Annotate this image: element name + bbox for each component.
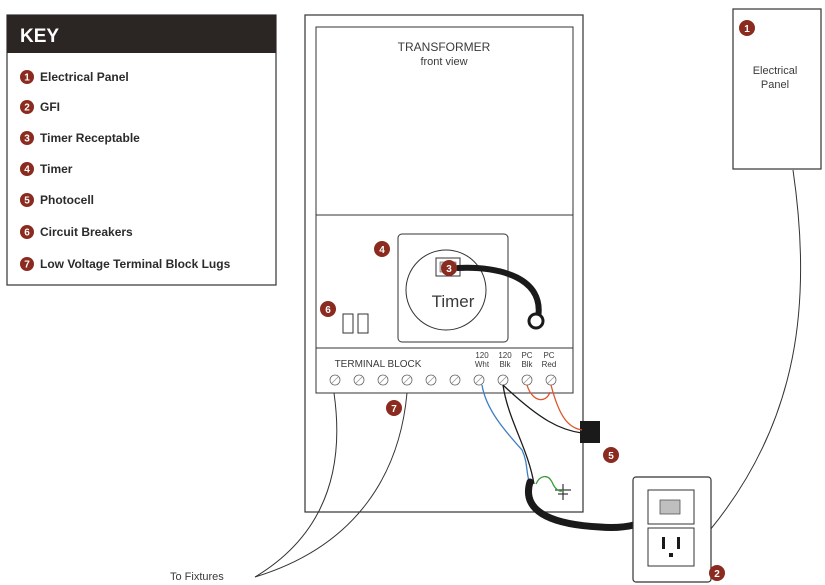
electrical-panel-box xyxy=(732,8,822,170)
key-box xyxy=(6,14,277,286)
key-legend: KEY 1 Electrical Panel 2 GFI 3 Timer Rec… xyxy=(6,14,277,286)
fixture-wire xyxy=(254,392,338,578)
transformer-subtitle: front view xyxy=(420,56,467,68)
timer-plug xyxy=(527,312,545,330)
callout-6-number: 6 xyxy=(325,305,331,316)
transformer-title: TRANSFORMER xyxy=(398,40,491,54)
gfi-outlet xyxy=(632,476,712,583)
wire-black xyxy=(502,384,535,485)
callout-1 xyxy=(739,20,755,36)
terminal-label-top: PC xyxy=(543,351,554,360)
badge-2 xyxy=(20,100,34,114)
callout-7-number: 7 xyxy=(391,404,397,415)
callout-2 xyxy=(709,565,725,581)
fixture-wire xyxy=(254,392,408,578)
callout-6 xyxy=(320,301,336,317)
callout-3-number: 3 xyxy=(446,264,452,275)
outlet-slot xyxy=(662,537,665,549)
terminal-label-top: 120 xyxy=(475,351,489,360)
callout-badges: 1 2 3 4 5 6 7 xyxy=(320,20,755,581)
badge-6 xyxy=(20,225,34,239)
key-item-label: Timer xyxy=(40,162,73,176)
key-item: 3 Timer Receptable xyxy=(20,131,140,145)
callout-1-number: 1 xyxy=(744,24,750,35)
wire-photocell-red xyxy=(550,384,583,431)
key-item: 4 Timer xyxy=(20,162,73,176)
key-item-label: Electrical Panel xyxy=(40,70,129,84)
callout-5 xyxy=(603,447,619,463)
panel-label-line2: Panel xyxy=(761,79,789,91)
badge-7 xyxy=(20,257,34,271)
badge-7-number: 7 xyxy=(24,260,30,271)
terminal-block-label: TERMINAL BLOCK xyxy=(335,359,422,370)
circuit-breaker xyxy=(342,313,354,334)
key-item-label: GFI xyxy=(40,100,60,114)
panel-wire xyxy=(709,169,802,531)
gfi-plug-in xyxy=(659,499,681,515)
key-item-label: Photocell xyxy=(40,193,94,207)
key-header xyxy=(7,15,276,53)
badge-1 xyxy=(20,70,34,84)
badge-4 xyxy=(20,162,34,176)
circuit-breaker xyxy=(357,313,369,334)
timer-label: Timer xyxy=(432,292,475,311)
key-item: 5 Photocell xyxy=(20,193,94,207)
badge-4-number: 4 xyxy=(24,165,30,176)
timer-cord xyxy=(455,264,542,321)
terminal-label-top: 120 xyxy=(498,351,512,360)
callout-7 xyxy=(386,400,402,416)
transformer-upper-panel xyxy=(315,26,574,216)
outlet-ground-hole xyxy=(669,553,673,557)
callout-2-number: 2 xyxy=(714,569,720,580)
callout-4 xyxy=(374,241,390,257)
terminal-lug-slots xyxy=(331,376,555,384)
badge-5 xyxy=(20,193,34,207)
callout-5-number: 5 xyxy=(608,451,614,462)
badge-3-number: 3 xyxy=(24,134,30,145)
badge-3 xyxy=(20,131,34,145)
panel-label-line1: Electrical xyxy=(753,65,798,77)
wire-ground xyxy=(535,475,564,492)
gfi-receptacle-bottom xyxy=(647,527,695,567)
key-item: 6 Circuit Breakers xyxy=(20,225,133,239)
key-item-label: Circuit Breakers xyxy=(40,225,133,239)
wire-white xyxy=(481,384,531,485)
key-item-label: Low Voltage Terminal Block Lugs xyxy=(40,257,231,271)
terminal-label-bottom: Wht xyxy=(475,360,490,369)
terminal-block xyxy=(315,347,574,394)
key-item: 1 Electrical Panel xyxy=(20,70,129,84)
terminal-label-bottom: Blk xyxy=(499,360,511,369)
photocell xyxy=(580,421,600,443)
terminal-label-bottom: Blk xyxy=(521,360,533,369)
wire-photocell-black xyxy=(502,384,583,434)
key-item: 7 Low Voltage Terminal Block Lugs xyxy=(20,257,231,271)
badge-5-number: 5 xyxy=(24,196,30,207)
fixtures-label: To Fixtures xyxy=(170,571,224,583)
key-title: KEY xyxy=(20,26,59,47)
terminal-label-bottom: Red xyxy=(542,360,557,369)
electrical-panel: Electrical Panel xyxy=(732,8,822,170)
key-item: 2 GFI xyxy=(20,100,60,114)
key-item-label: Timer Receptable xyxy=(40,131,140,145)
wire-pc-loop xyxy=(526,384,551,401)
badge-6-number: 6 xyxy=(24,228,30,239)
outlet-slot xyxy=(677,537,680,549)
transformer: TRANSFORMER front view Timer TERMINAL BL… xyxy=(304,14,600,513)
callout-3 xyxy=(441,260,457,276)
callout-4-number: 4 xyxy=(379,245,385,256)
badge-2-number: 2 xyxy=(24,103,30,114)
badge-1-number: 1 xyxy=(24,73,30,84)
terminal-label-top: PC xyxy=(521,351,532,360)
